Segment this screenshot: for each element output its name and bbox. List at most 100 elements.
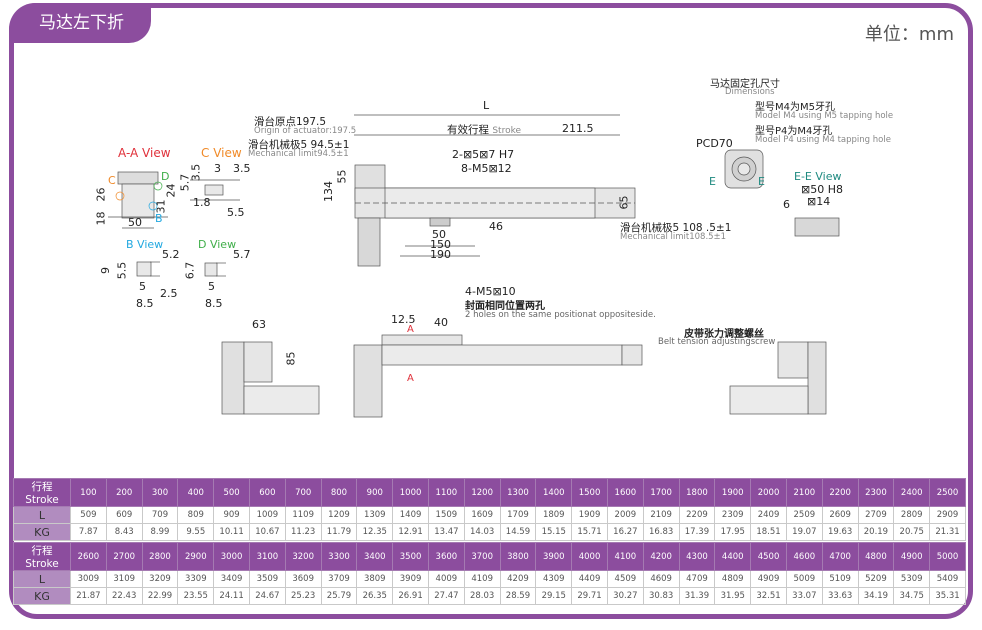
weight-cell: 19.63 [821,523,859,541]
p4-label-cn: 型号P4为M4牙孔 [755,126,833,137]
front-view-motor [353,344,383,418]
b-dim-9: 9 [99,267,112,274]
length-cell: 3809 [356,570,394,588]
length-cell: 5009 [785,570,823,588]
b-dim-5-2: 5.2 [162,248,180,261]
dim-46: 46 [489,220,503,233]
motor-mount-title: 马达固定孔尺寸 [710,79,780,90]
technical-drawing: A-A View C D B 26 18 50 24 31 C View 3 3… [95,79,894,418]
weight-cell: 21.87 [70,587,107,605]
origin-cn: 滑台原点197.5 [254,116,327,128]
weight-cell: 21.31 [929,523,966,541]
stroke-cell: 5000 [929,542,966,571]
d-dim-8-5: 8.5 [205,297,223,310]
length-cell: 3609 [284,570,322,588]
stroke-cell: 3900 [535,542,573,571]
weight-cell: 29.15 [535,587,573,605]
stroke-cell: 4600 [785,542,823,571]
weight-cell: 22.43 [105,587,143,605]
length-cell: 1809 [535,506,573,524]
c-dim-3-5a: 3.5 [233,162,251,175]
weight-label: KG [13,523,71,541]
ee-dim-50: ⊠50 H8 [801,183,843,196]
aa-circle-d [153,181,163,191]
m4-label-cn: 型号M4为M5牙孔 [755,102,835,113]
weight-cell: 33.63 [821,587,859,605]
weight-cell: 9.55 [177,523,215,541]
stroke-cell: 700 [284,478,322,507]
length-cell: 5109 [821,570,859,588]
length-cell: 4809 [714,570,752,588]
length-cell: 3309 [177,570,215,588]
stroke-cell: 2200 [821,478,859,507]
stroke-cell: 3200 [284,542,322,571]
stroke-cell: 3600 [427,542,465,571]
stroke-cell: 2400 [893,478,931,507]
ee-dim-14: ⊠14 [807,195,831,208]
length-cell: 4709 [678,570,716,588]
section-mark-a-top: A [407,324,414,335]
weight-cell: 11.23 [284,523,322,541]
weight-cell: 10.67 [248,523,286,541]
dim-190: 190 [430,248,451,261]
length-cell: 3509 [248,570,286,588]
ee-view-title: E-E View [794,170,842,183]
end-view-body [777,341,809,379]
ee-view-body [794,217,840,237]
length-cell: 2509 [785,506,823,524]
weight-cell: 29.71 [571,587,608,605]
stroke-cn: 有效行程 Stroke [447,124,522,136]
stroke-cell: 1100 [427,478,465,507]
aa-view-top [117,171,159,185]
weight-cell: 33.07 [785,587,823,605]
front-dim-12-5: 12.5 [391,313,416,326]
length-cell: 4509 [606,570,644,588]
page-frame [9,3,973,619]
weight-cell: 15.71 [571,523,608,541]
weight-cell: 20.75 [893,523,931,541]
weight-cell: 35.31 [929,587,966,605]
weight-cell: 7.87 [70,523,107,541]
d-dim-5: 5 [208,280,215,293]
length-cell: 2409 [750,506,787,524]
stroke-cell: 1400 [535,478,573,507]
c-dim-1-8: 1.8 [193,196,211,209]
length-cell: 3909 [392,570,429,588]
length-cell: 1309 [356,506,394,524]
weight-cell: 34.75 [893,587,931,605]
stroke-cell: 2100 [785,478,823,507]
weight-cell: 16.27 [606,523,644,541]
stroke-cell: 1200 [463,478,501,507]
weight-cell: 26.35 [356,587,394,605]
weight-cell: 30.83 [642,587,680,605]
length-cell: 2609 [821,506,859,524]
d-view-title: D View [198,238,237,251]
d-dim-6-7: 6.7 [183,261,197,280]
weight-cell: 13.47 [427,523,465,541]
length-label: L [13,506,71,524]
weight-cell: 24.67 [248,587,286,605]
length-cell: 4909 [750,570,787,588]
length-cell: 1409 [392,506,429,524]
stroke-cell: 200 [105,478,143,507]
stroke-cell: 3100 [248,542,286,571]
length-cell: 3109 [105,570,143,588]
stroke-cell: 100 [70,478,107,507]
c-dim-3: 3 [214,162,221,175]
stroke-cell: 800 [320,478,358,507]
weight-cell: 17.95 [714,523,752,541]
weight-cell: 31.39 [678,587,716,605]
stroke-cell: 1800 [678,478,716,507]
m4-label-en: Model M4 using M5 tapping hole [755,111,894,121]
aa-view-body [121,183,155,219]
drawing-lines [108,114,840,418]
mech-limit-right-cn: 滑台机械极5 108 .5±1 [620,222,732,234]
length-cell: 1009 [248,506,286,524]
aa-view-title: A-A View [118,146,171,160]
length-cell: 4409 [571,570,608,588]
tapped-holes-label: 8-M5⊠12 [461,162,512,175]
